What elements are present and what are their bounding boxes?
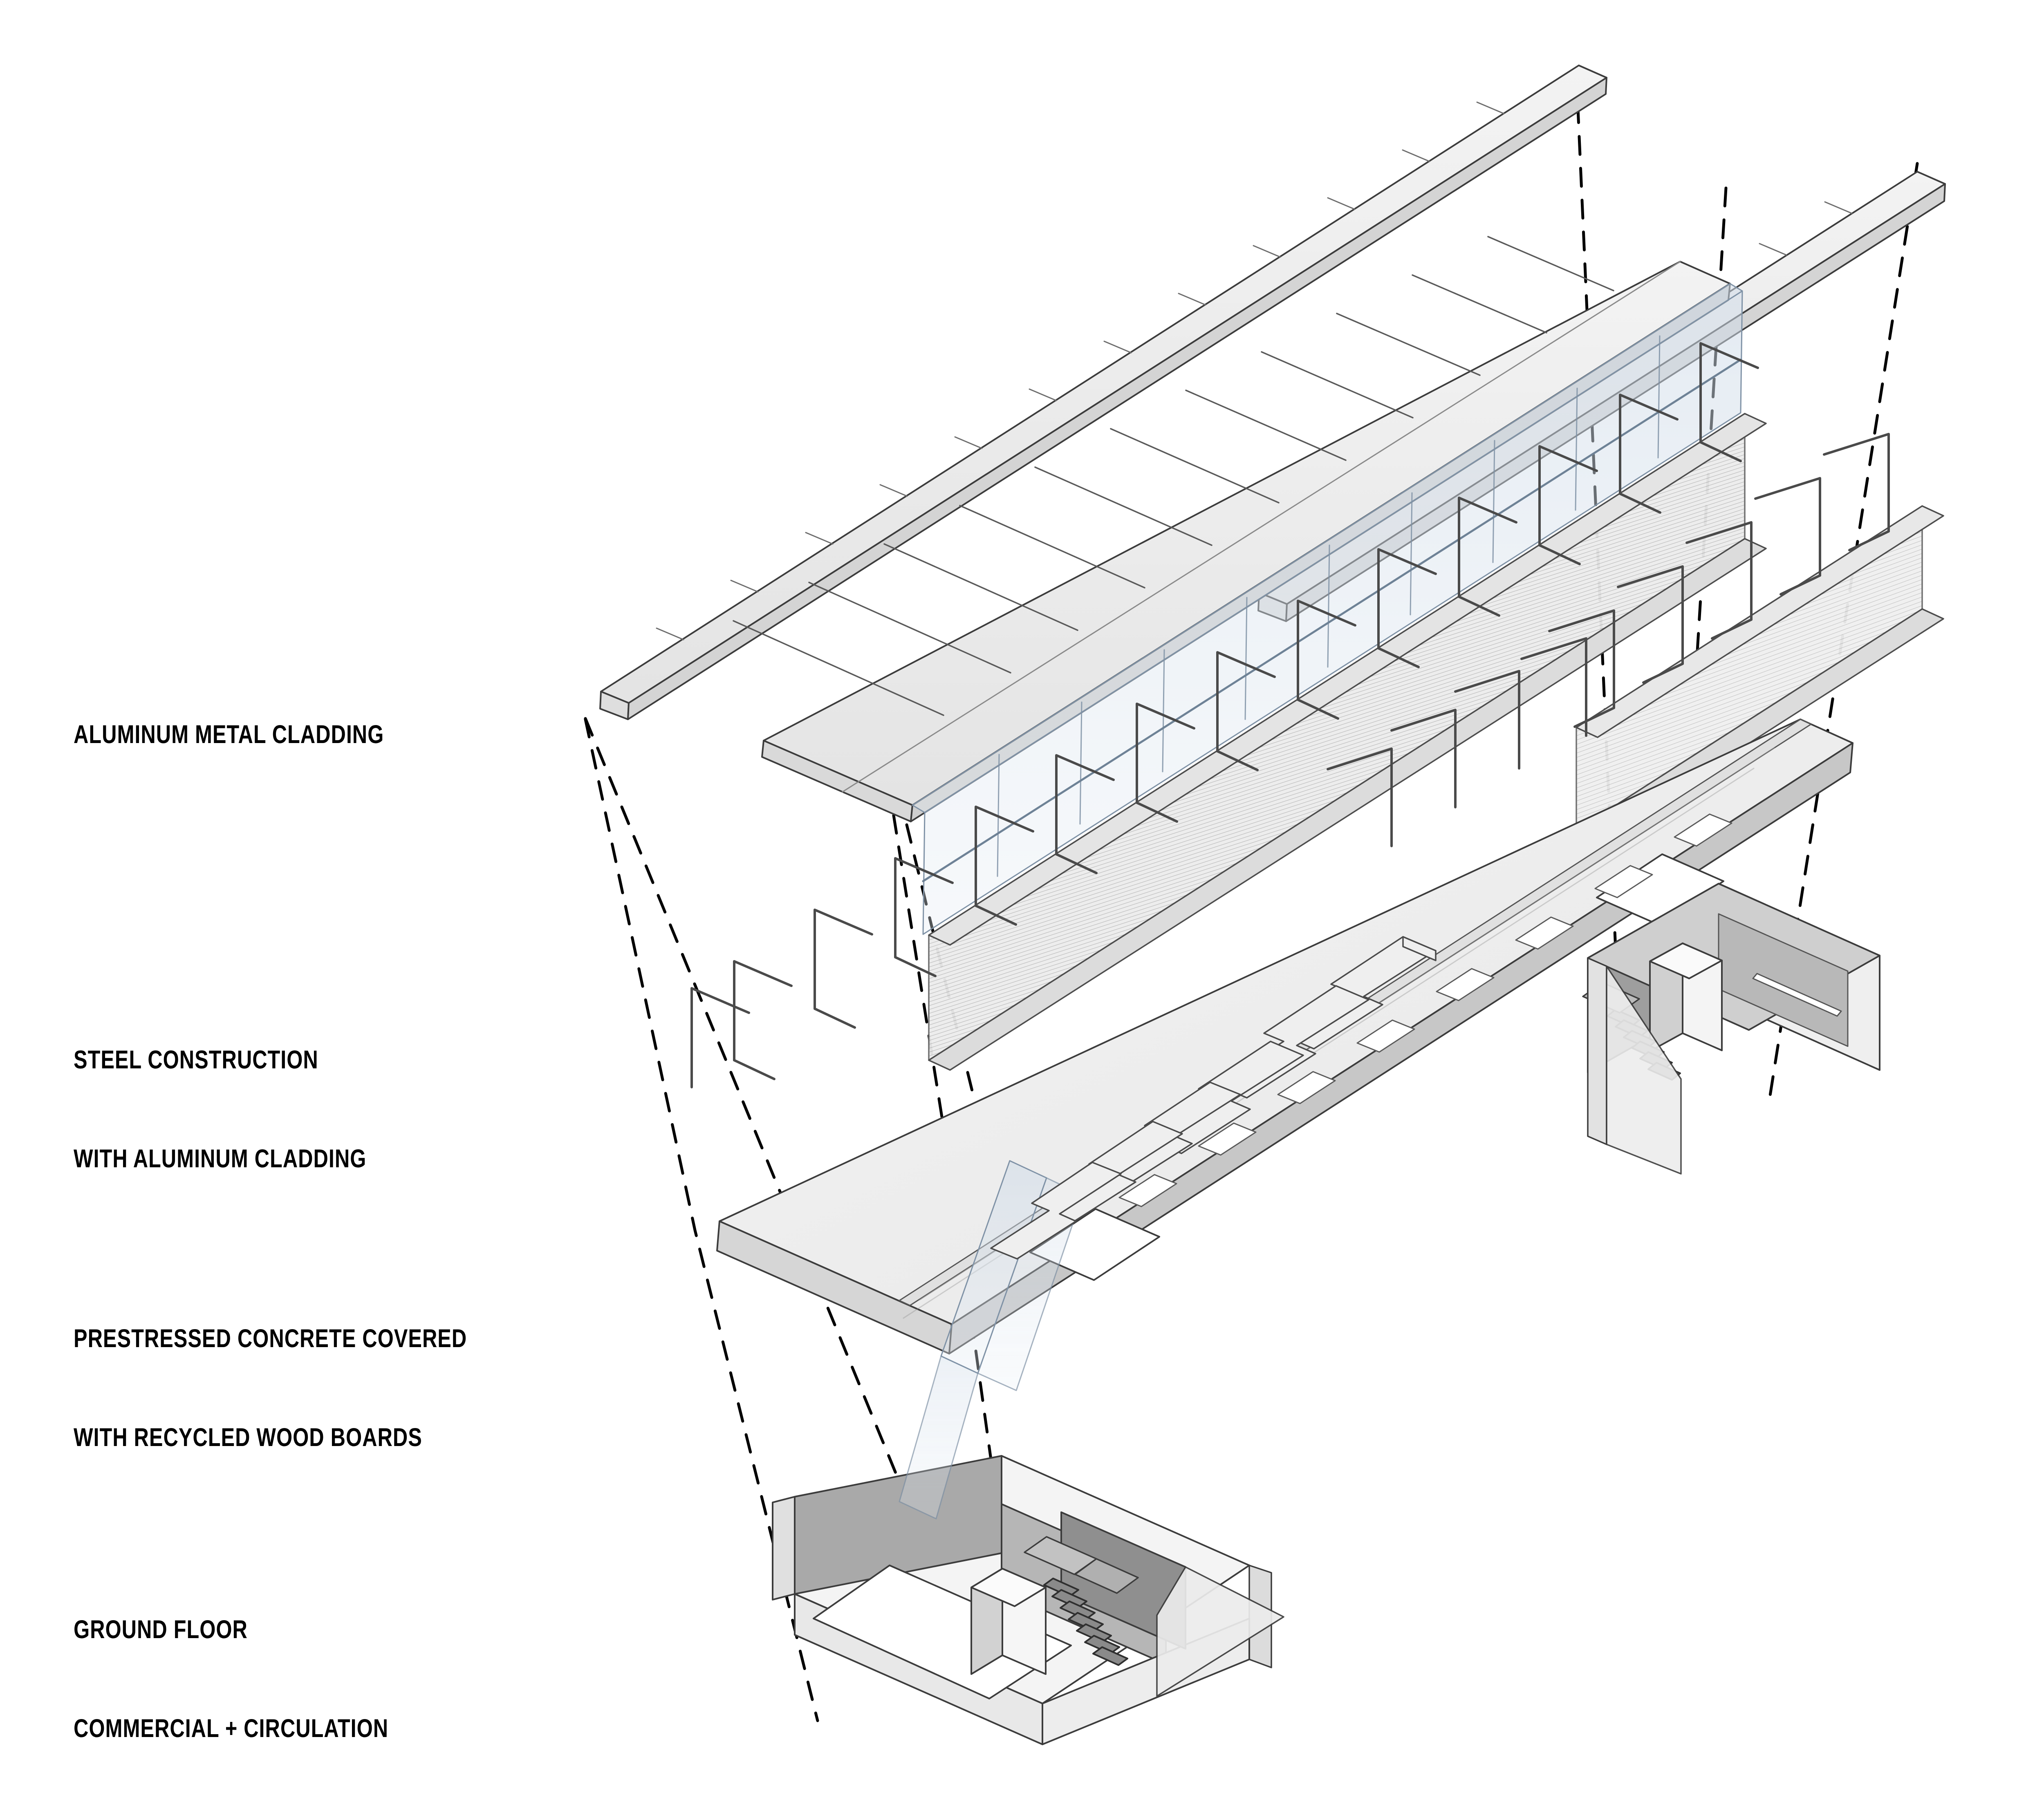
label-line: COMMERCIAL + CIRCULATION <box>74 1714 389 1743</box>
benches <box>990 936 1437 1260</box>
bench <box>1047 1121 1183 1222</box>
connector-glass-plane <box>899 1355 979 1520</box>
roof-plane <box>733 236 1731 822</box>
bench <box>990 1162 1122 1260</box>
bench <box>1283 936 1437 1050</box>
label-line: ALUMINUM METAL CLADDING <box>74 720 384 749</box>
label-line: PRESTRESSED CONCRETE COVERED <box>74 1324 467 1353</box>
alignment-line-left-outer <box>584 718 1011 1722</box>
label-steel-construction: STEEL CONSTRUCTION WITH ALUMINUM CLADDIN… <box>74 978 366 1241</box>
label-ground-floor: GROUND FLOOR COMMERCIAL + CIRCULATION <box>74 1547 388 1811</box>
label-line: WITH ALUMINUM CLADDING <box>74 1144 367 1173</box>
roof-strip-far <box>599 65 1607 720</box>
bench <box>1216 985 1369 1099</box>
label-line: GROUND FLOOR <box>74 1615 248 1644</box>
core-lower <box>970 1536 1139 1675</box>
core-upper <box>1582 883 1880 1175</box>
label-line: STEEL CONSTRUCTION <box>74 1045 318 1075</box>
label-aluminum-metal-cladding: ALUMINUM METAL CLADDING <box>74 652 384 817</box>
facade-louvers-right <box>1327 433 1944 847</box>
ground-floor-box <box>772 1455 1284 1745</box>
label-line: WITH RECYCLED WOOD BOARDS <box>74 1423 422 1452</box>
bench <box>1150 1041 1304 1154</box>
facade-louvers-left <box>690 342 1767 1088</box>
alignment-lines <box>584 71 1919 1712</box>
bench <box>1100 1081 1241 1184</box>
floor-slab <box>716 719 1853 1391</box>
glass-balustrade <box>912 283 1743 935</box>
roof-strip-near <box>1257 171 1946 622</box>
label-prestressed-concrete: PRESTRESSED CONCRETE COVERED WITH RECYCL… <box>74 1256 467 1520</box>
